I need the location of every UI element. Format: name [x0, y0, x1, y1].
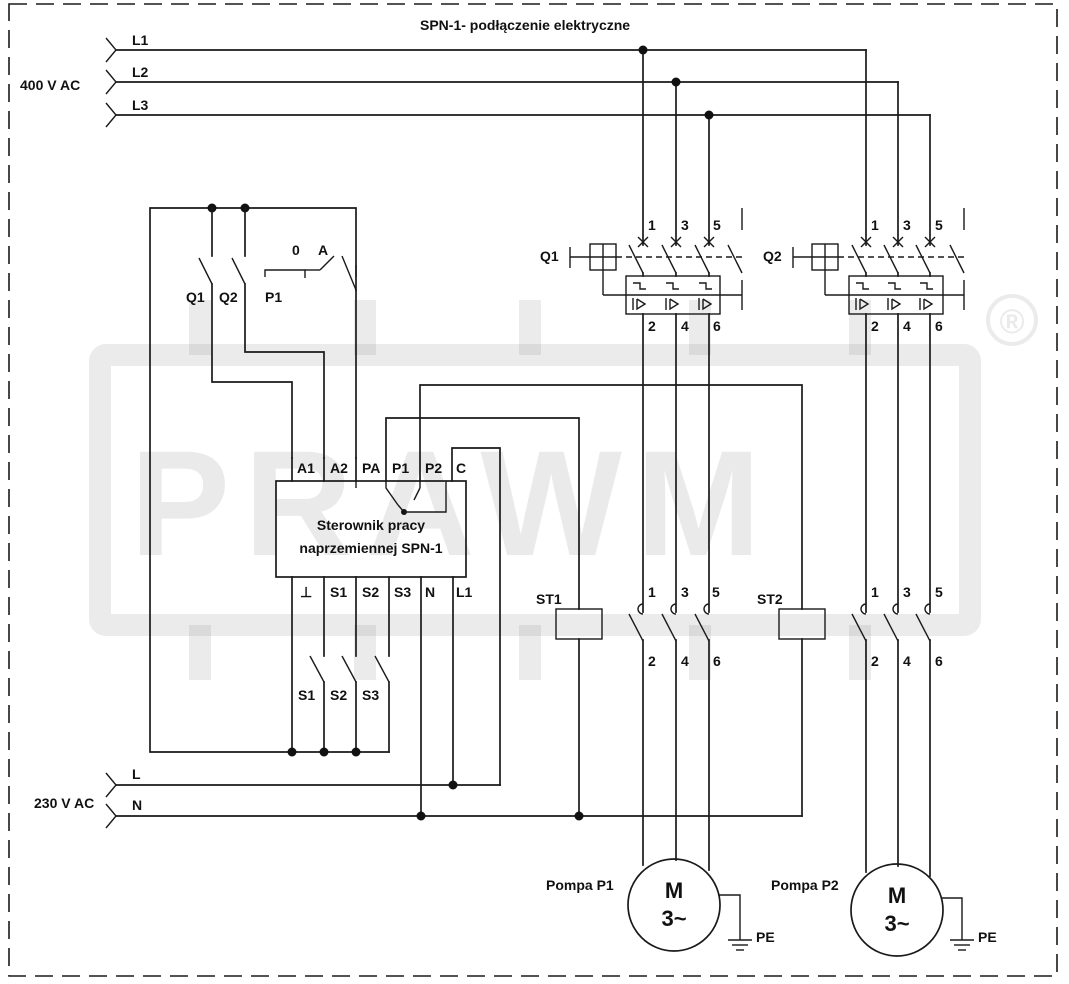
terminal-p2: P2	[425, 460, 442, 476]
contactor-st2: ST2 1 3 5 2 4 6	[757, 584, 943, 669]
terminal-ground: ⊥	[300, 584, 312, 600]
phase-l2-label: L2	[132, 64, 149, 80]
controller-box	[275, 480, 467, 578]
motor-p1-phase: 3~	[661, 906, 686, 931]
motor-p2-pe: PE	[978, 929, 997, 945]
supply-230v: 230 V AC L N	[34, 766, 803, 829]
motor-p2-m: M	[888, 883, 906, 908]
contactor-st1: ST1 1 3 5 2 4 6	[536, 584, 721, 669]
watermark-reg: ®	[999, 303, 1024, 341]
breaker-q1-label: Q1	[540, 248, 559, 264]
controller-spn1: Sterownik pracy naprzemiennej SPN-1 A1 A…	[275, 460, 473, 600]
controller-name-line1: Sterownik pracy	[317, 517, 425, 533]
breaker-q2-bot-6: 6	[935, 318, 943, 334]
contactor-st2-bot-2: 2	[871, 653, 879, 669]
watermark-text: PRAWM	[130, 419, 775, 587]
float-switch-s2-label: S2	[330, 687, 347, 703]
terminal-n: N	[425, 584, 435, 600]
breaker-q2-top-5: 5	[935, 217, 943, 233]
terminal-p1: P1	[392, 460, 409, 476]
motor-p2: Pompa P2 M 3~ PE	[771, 863, 997, 957]
phase-l1-label: L1	[132, 32, 149, 48]
selector-p1-label: P1	[265, 289, 282, 305]
terminal-a1: A1	[297, 460, 315, 476]
contactor-st2-bot-6: 6	[935, 653, 943, 669]
terminal-s2: S2	[362, 584, 379, 600]
selector-p1-pos0: 0	[292, 242, 300, 258]
terminal-c: C	[456, 460, 466, 476]
terminal-l1: L1	[456, 584, 473, 600]
terminal-pa: PA	[362, 460, 380, 476]
control-wiring: Q1 Q2 0 A P1	[149, 203, 803, 817]
watermark-logo: PRAWM ®	[89, 294, 1038, 680]
contactor-st1-bot-4: 4	[681, 653, 689, 669]
frame-border	[8, 3, 1058, 977]
terminal-s3: S3	[394, 584, 411, 600]
breaker-q2: Q2 1 3 5	[763, 208, 965, 334]
motor-p1-label: Pompa P1	[546, 877, 614, 893]
breaker-q2-bot-2: 2	[871, 318, 879, 334]
contactor-st1-label: ST1	[536, 591, 562, 607]
motor-p1: Pompa P1 M 3~ PE	[546, 858, 775, 952]
breaker-q1-top-3: 3	[681, 217, 689, 233]
terminal-a2: A2	[330, 460, 348, 476]
breaker-q1-bot-4: 4	[681, 318, 689, 334]
supply-230v-label: 230 V AC	[34, 795, 94, 811]
breaker-q1-top-1: 1	[648, 217, 656, 233]
breaker-q1: Q1 1 3 5	[540, 208, 743, 334]
contactor-st1-bot-6: 6	[713, 653, 721, 669]
line-l-label: L	[132, 766, 141, 782]
contactor-st2-top-3: 3	[903, 584, 911, 600]
float-switch-s3-label: S3	[362, 687, 379, 703]
contactor-st2-bot-4: 4	[903, 653, 911, 669]
motor-p2-phase: 3~	[884, 911, 909, 936]
phase-l3-label: L3	[132, 97, 149, 113]
controller-name-line2: naprzemiennej SPN-1	[299, 540, 442, 556]
line-n-label: N	[132, 797, 142, 813]
breaker-q1-bot-6: 6	[713, 318, 721, 334]
motor-p2-label: Pompa P2	[771, 877, 839, 893]
contactor-st1-top-3: 3	[681, 584, 689, 600]
contactor-st2-top-5: 5	[935, 584, 943, 600]
breaker-q2-top-1: 1	[871, 217, 879, 233]
supply-400v-label: 400 V AC	[20, 77, 80, 93]
breaker-q1-bot-2: 2	[648, 318, 656, 334]
contactor-st1-bot-2: 2	[648, 653, 656, 669]
motor-p1-pe: PE	[756, 929, 775, 945]
breaker-q2-top-3: 3	[903, 217, 911, 233]
power-wiring	[642, 313, 931, 877]
breaker-q2-bot-4: 4	[903, 318, 911, 334]
contactor-st1-top-5: 5	[712, 584, 720, 600]
contactor-st1-top-1: 1	[648, 584, 656, 600]
contactor-st2-label: ST2	[757, 591, 783, 607]
contactor-st2-top-1: 1	[871, 584, 879, 600]
aux-contact-q1-label: Q1	[186, 289, 205, 305]
breaker-q1-top-5: 5	[713, 217, 721, 233]
terminal-s1: S1	[330, 584, 347, 600]
selector-p1-posA: A	[318, 242, 328, 258]
diagram-title: SPN-1- podłączenie elektryczne	[420, 17, 630, 33]
aux-contact-q2-label: Q2	[219, 289, 238, 305]
motor-p1-m: M	[665, 878, 683, 903]
breaker-q2-label: Q2	[763, 248, 782, 264]
float-switch-s1-label: S1	[298, 687, 315, 703]
supply-400v: 400 V AC L1 L2 L3	[20, 32, 931, 246]
